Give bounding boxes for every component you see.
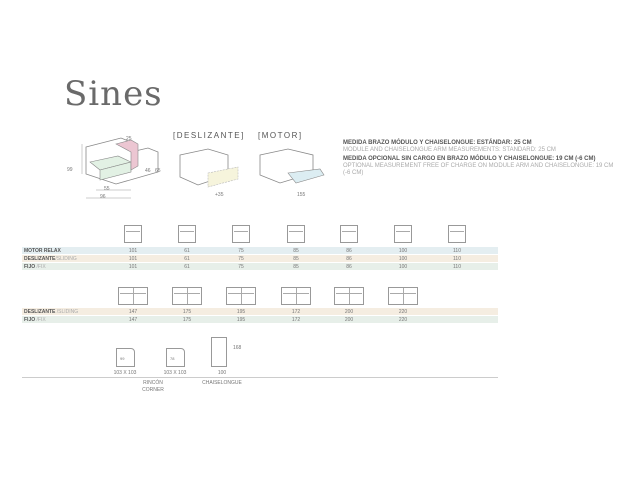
table-row: DESLIZANTE /SLIDING 147 175 195 172 200 220 — [22, 308, 498, 316]
table-row: DESLIZANTE/SLIDING 101 61 75 85 86 100 110 — [22, 255, 498, 263]
cell-value: 100 — [398, 256, 408, 262]
module-icon — [172, 287, 202, 305]
cell-value: 175 — [182, 317, 192, 323]
cell-value: 110 — [453, 256, 461, 262]
cell-value: 61 — [184, 256, 190, 262]
cell-value: 172 — [291, 317, 301, 323]
page-title: Sines — [64, 74, 163, 114]
cell-value: 75 — [238, 256, 244, 262]
chaiselongue-module-icon — [211, 337, 227, 367]
corner-module-icon: 99 — [116, 348, 135, 367]
opt-note-en: OPTIONAL MEASUREMENT FREE OF CHARGE ON M… — [343, 163, 614, 176]
module-icon — [232, 225, 250, 243]
module-icon — [124, 225, 142, 243]
module-dimension-diagram — [81, 137, 159, 199]
corner-module-icon: 78 — [166, 348, 185, 367]
sliding-extension-dim: +35 — [215, 192, 224, 198]
cell-value: 100 — [398, 248, 408, 254]
row-label: FIJO /FIX — [24, 317, 46, 323]
cell-value: 200 — [344, 317, 354, 323]
table-row: FIJO /FIX 147 175 195 172 200 220 — [22, 316, 498, 324]
row-label: FIJO /FIX — [24, 264, 46, 270]
sliding-diagram — [179, 148, 239, 188]
cell-value: 172 — [291, 309, 301, 315]
cell-value: 75 — [238, 264, 244, 270]
module-icon — [287, 225, 305, 243]
sliding-label: [DESLIZANTE] — [173, 131, 245, 140]
cell-value: 61 — [184, 248, 190, 254]
module-icon — [178, 225, 196, 243]
module-icon — [334, 287, 364, 305]
module-icon — [281, 287, 311, 305]
table-row: FIJO /FIX 101 61 75 85 86 100 110 — [22, 263, 498, 271]
cell-value: 220 — [398, 309, 408, 315]
motor-extension-dim: 155 — [297, 192, 306, 198]
row-label: DESLIZANTE /SLIDING — [24, 309, 79, 315]
row-label: MOTOR RELAX — [24, 248, 61, 254]
cell-value: 101 — [128, 248, 138, 254]
module-icon — [394, 225, 412, 243]
module-icon — [448, 225, 466, 243]
cell-value: 195 — [236, 309, 246, 315]
cell-value: 195 — [236, 317, 246, 323]
cell-value: 61 — [184, 264, 190, 270]
cell-value: 100 — [398, 264, 408, 270]
chaise-depth: 168 — [233, 345, 242, 351]
std-note-en: MODULE AND CHAISELONGUE ARM MEASUREMENTS… — [343, 147, 556, 153]
module-icon — [388, 287, 418, 305]
cell-value: 110 — [453, 264, 461, 270]
chaise-width: 100 — [217, 370, 227, 376]
seat-height-dim: 46 — [145, 168, 151, 174]
cell-value: 147 — [128, 317, 138, 323]
cell-value: 175 — [182, 309, 192, 315]
cell-value: 147 — [128, 309, 138, 315]
cell-value: 86 — [346, 264, 352, 270]
module-icon — [340, 225, 358, 243]
cell-value: 86 — [346, 248, 352, 254]
cell-value: 101 — [128, 256, 138, 262]
arm-notes: MEDIDA BRAZO MÓDULO Y CHAISELONGUE: ESTÁ… — [343, 140, 615, 177]
table-row: MOTOR RELAX 101 61 75 85 86 100 110 — [22, 247, 498, 255]
corner-size: 103 X 103 — [113, 370, 137, 376]
motor-label: [MOTOR] — [258, 131, 303, 140]
seat-depth-dim: 55 — [104, 186, 110, 192]
std-note-es: MEDIDA BRAZO MÓDULO Y CHAISELONGUE: ESTÁ… — [343, 140, 532, 146]
chaise-label: CHAISELONGUE — [202, 380, 242, 386]
cell-value: 200 — [344, 309, 354, 315]
motor-diagram — [259, 148, 325, 184]
row-label: DESLIZANTE/SLIDING — [24, 256, 77, 262]
corner-label-en: CORNER — [142, 387, 164, 393]
cell-value: 101 — [128, 264, 138, 270]
cell-value: 86 — [346, 256, 352, 262]
opt-note-es: MEDIDA OPCIONAL SIN CARGO EN BRAZO MÓDUL… — [343, 156, 596, 162]
arm-width-dim: 25 — [126, 136, 132, 142]
cell-value: 110 — [453, 248, 461, 254]
cell-value: 85 — [293, 256, 299, 262]
module-icon — [226, 287, 256, 305]
corner-size: 103 X 103 — [163, 370, 187, 376]
cell-value: 85 — [293, 248, 299, 254]
corner-label-es: RINCÓN — [143, 380, 163, 386]
cell-value: 75 — [238, 248, 244, 254]
arm-height-dim: 65 — [155, 168, 161, 174]
height-dim: 99 — [67, 167, 73, 173]
cell-value: 220 — [398, 317, 408, 323]
cell-value: 85 — [293, 264, 299, 270]
depth-dim: 96 — [100, 194, 106, 200]
module-icon — [118, 287, 148, 305]
